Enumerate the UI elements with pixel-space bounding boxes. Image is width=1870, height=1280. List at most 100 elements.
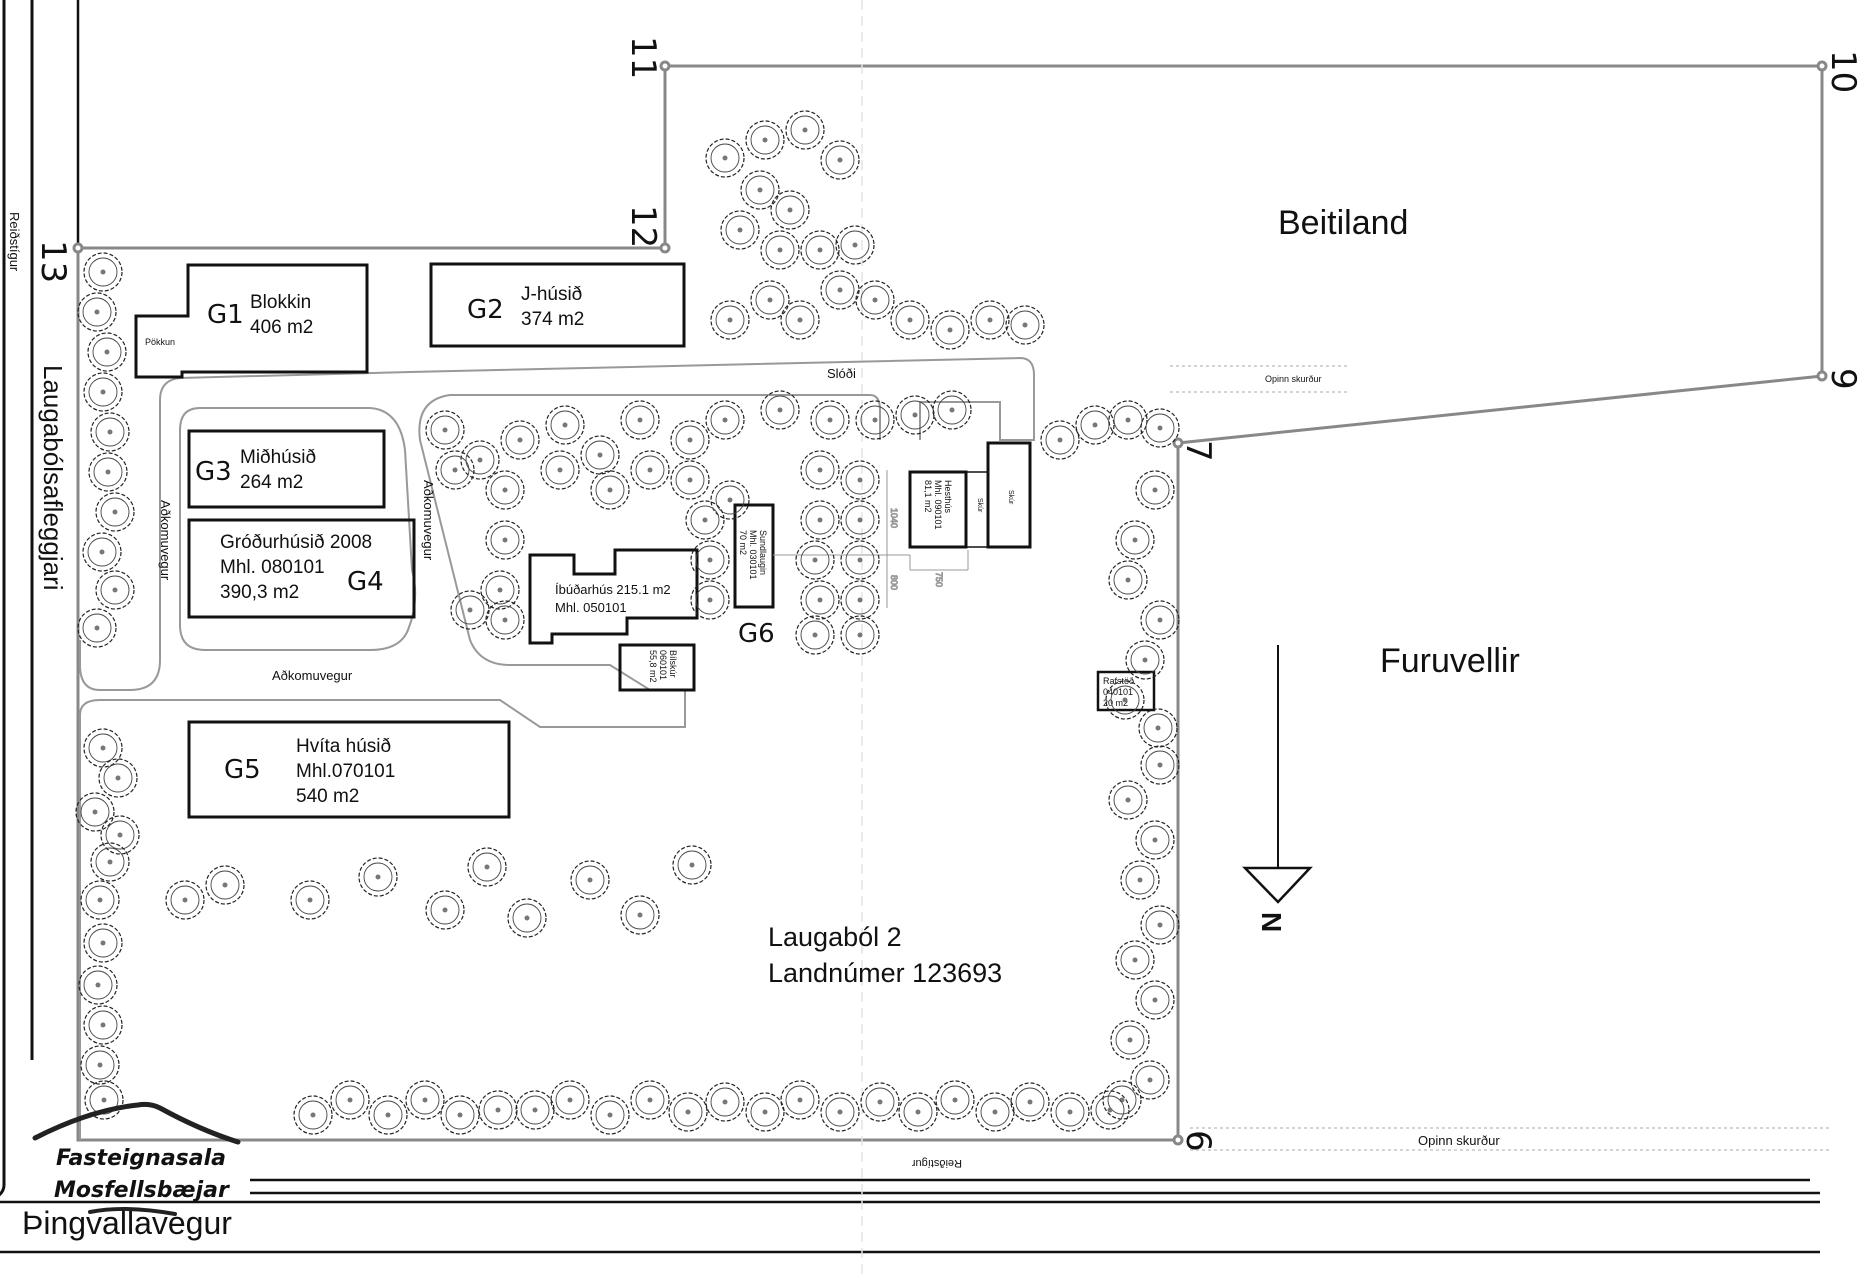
building-g3[interactable]: G3 Miðhúsið 264 m2 — [187, 429, 386, 509]
tree-icon — [800, 450, 840, 490]
tree-icon — [83, 372, 123, 412]
tree-icon — [670, 420, 710, 460]
building-g3-area: 264 m2 — [240, 472, 303, 493]
tree-icon — [1005, 305, 1045, 345]
point-7: 7 — [1178, 440, 1218, 462]
tree-icon — [860, 1082, 900, 1122]
tree-icon — [1040, 420, 1080, 460]
tree-icon — [1120, 860, 1160, 900]
tree-icon — [1115, 940, 1155, 980]
tree-icon — [620, 895, 660, 935]
tree-icon — [975, 1092, 1015, 1132]
north-area-label: Beitiland — [1278, 204, 1408, 242]
access-roads — [79, 356, 1035, 1140]
g6-name: Sundlaugin — [758, 530, 768, 575]
bottom-road-lines — [0, 1178, 1820, 1254]
building-g4[interactable]: Gróðurhúsið 2008 Mhl. 080101 390,3 m2 G4 — [187, 518, 416, 619]
tree-icon — [1075, 405, 1115, 445]
building-g4-mhl: Mhl. 080101 — [220, 557, 325, 578]
building-g1[interactable]: G1 Blokkin 406 m2 Pökkun — [134, 263, 369, 379]
tree-icon — [1138, 708, 1178, 748]
building-g2[interactable]: G2 J-húsið 374 m2 — [429, 262, 686, 348]
tree-icon — [435, 450, 475, 490]
building-g5[interactable]: G5 Hvíta húsið Mhl.070101 540 m2 — [187, 720, 511, 819]
building-g3-name: Miðhúsið — [240, 447, 316, 468]
tree-icon — [98, 758, 138, 798]
building-g6-id: G6 — [738, 619, 775, 649]
tree-icon — [810, 400, 850, 440]
tree-icon — [83, 252, 123, 292]
tree-icon — [90, 412, 130, 452]
tree-icon — [293, 1095, 333, 1135]
agency-logo: Fasteignasala Mosfellsbæjar — [32, 1101, 241, 1216]
tree-icon — [820, 270, 860, 310]
dimension-750: 750 — [934, 572, 944, 587]
tree-icon — [460, 440, 500, 480]
tree-icon — [1010, 1082, 1050, 1122]
tree-icon — [165, 880, 205, 920]
tree-icon — [840, 580, 880, 620]
tree-icon — [75, 792, 115, 832]
tree-icon — [970, 300, 1010, 340]
tree-icon — [820, 140, 860, 180]
tree-icon — [485, 520, 525, 560]
building-g6[interactable]: Sundlaugin Mhl. 030101 70 m2 G6 — [733, 503, 775, 649]
residence-mhl: Mhl. 050101 — [555, 600, 627, 615]
tree-icon — [1135, 470, 1175, 510]
tree-icon — [898, 1092, 938, 1132]
tree-icon — [840, 460, 880, 500]
path-label: Slóði — [827, 366, 856, 381]
tree-icon — [745, 120, 785, 160]
property-name-label: Laugaból 2 — [768, 922, 902, 952]
tree-icon — [890, 300, 930, 340]
building-g2-area: 374 m2 — [521, 309, 584, 330]
tree-icon — [1110, 1020, 1150, 1060]
garage-area: 55,8 m2 — [648, 650, 658, 683]
tree-icon — [685, 500, 725, 540]
point-11: 11 — [623, 36, 663, 79]
point-10: 10 — [1823, 50, 1863, 93]
building-g5-id: G5 — [224, 755, 261, 785]
building-g1-name: Blokkin — [250, 292, 311, 313]
tree-icon — [95, 570, 135, 610]
building-utility[interactable]: Rafstöð 040101 20 m2 — [1096, 670, 1156, 712]
tree-icon — [800, 230, 840, 270]
north-arrow-icon: N — [1242, 645, 1313, 932]
building-guesthouse[interactable]: Hesthús Mhl. 090101 81,1 m2 Skúr Skúr — [908, 441, 1032, 549]
tree-icon — [1140, 745, 1180, 785]
tree-icon — [290, 880, 330, 920]
building-g1-id: G1 — [207, 300, 244, 330]
access-road-label-3: Aðkomuvegur — [272, 668, 353, 683]
utility-name: Rafstöð — [1103, 676, 1134, 686]
ditch-label-bottom: Opinn skurður — [1418, 1133, 1500, 1148]
tree-icon — [83, 923, 123, 963]
tree-icon — [670, 460, 710, 500]
building-residence[interactable]: Íbúðarhús 215.1 m2 Mhl. 050101 — [528, 548, 699, 645]
guesthouse-area: 81,1 m2 — [923, 480, 933, 513]
tree-icon — [570, 860, 610, 900]
tree-icon — [1050, 1092, 1090, 1132]
tree-icon — [800, 580, 840, 620]
tree-icon — [935, 1080, 975, 1120]
building-g1-annex: Pökkun — [145, 337, 175, 347]
tree-icon — [1115, 520, 1155, 560]
building-g5-area: 540 m2 — [296, 786, 359, 807]
utility-area: 20 m2 — [1103, 698, 1128, 708]
tree-icon — [440, 1095, 480, 1135]
tree-icon — [405, 1080, 445, 1120]
building-g2-id: G2 — [467, 295, 504, 325]
tree-icon — [780, 300, 820, 340]
tree-icon — [1125, 640, 1165, 680]
tree-icon — [1108, 560, 1148, 600]
shed-large-label: Skúr — [1007, 490, 1014, 505]
building-garage[interactable]: Bílskúr 060101 55,8 m2 — [618, 643, 696, 692]
tree-icon — [550, 1080, 590, 1120]
g6-area: 70 m2 — [738, 530, 748, 555]
tree-icon — [932, 390, 972, 430]
tree-icon — [760, 230, 800, 270]
building-g2-name: J-húsið — [521, 284, 582, 305]
tree-icon — [1135, 820, 1175, 860]
property-boundary — [72, 60, 1828, 1146]
tree-icon — [358, 857, 398, 897]
